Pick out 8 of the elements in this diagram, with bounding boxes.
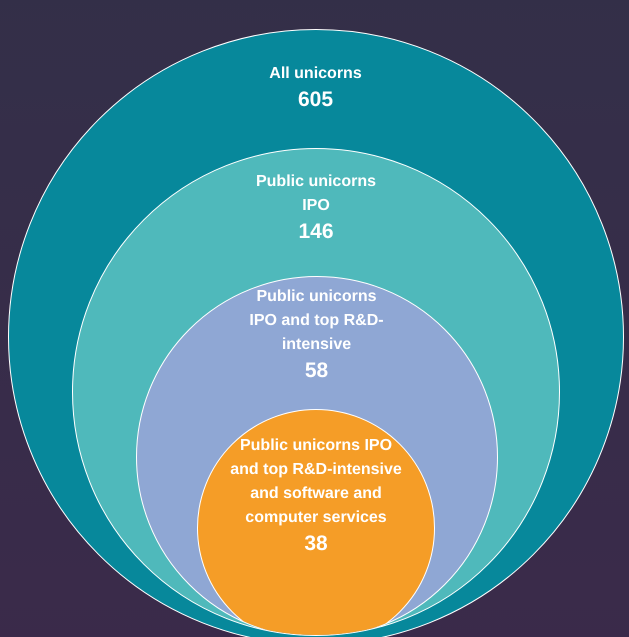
count-value: 146 <box>297 219 335 245</box>
circle-title: Public unicorns IPO and top R&D-intensive and software and computer services <box>229 436 403 528</box>
count-value: 58 <box>304 358 330 384</box>
circle-title: Public unicorns IPO and top R&D-intensive <box>248 286 385 354</box>
circle-title: Public unicorns IPO <box>254 172 377 216</box>
circle-title: All unicorns <box>268 64 363 84</box>
count-value: 38 <box>303 531 329 557</box>
count-value: 605 <box>296 86 334 112</box>
